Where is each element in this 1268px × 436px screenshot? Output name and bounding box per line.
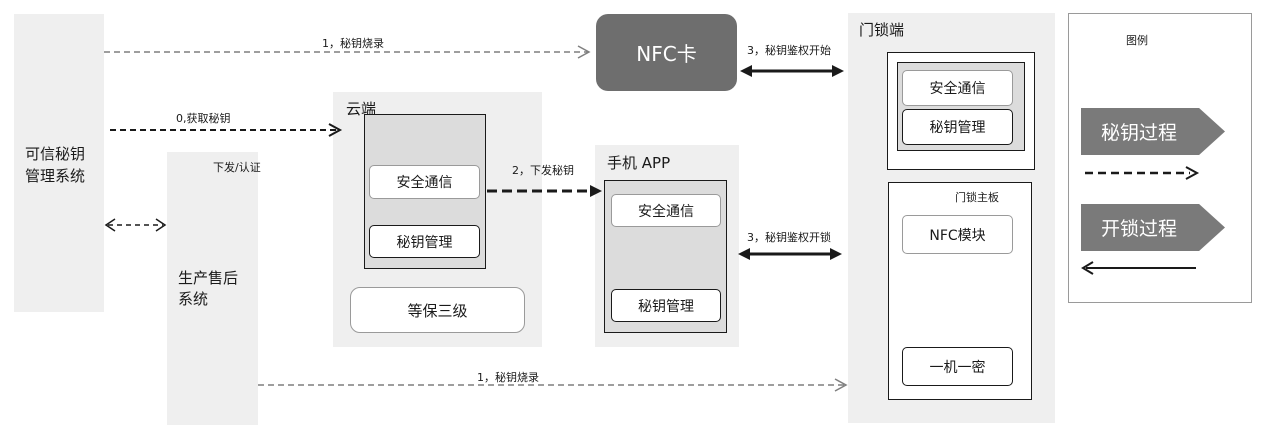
arrow-auth-unlock bbox=[738, 248, 842, 260]
legend-box bbox=[1068, 13, 1252, 303]
trusted-key-system-panel bbox=[14, 14, 104, 312]
factory-system-panel bbox=[167, 152, 258, 425]
legend-title: 图例 bbox=[1126, 34, 1148, 47]
legend-solid-arrow bbox=[1081, 261, 1196, 275]
phone-app-secure-comm: 安全通信 bbox=[611, 194, 721, 227]
factory-system-top-label: 下发/认证 bbox=[213, 161, 261, 174]
phone-app-key-management: 秘钥管理 bbox=[611, 289, 721, 322]
door-lock-key-management: 秘钥管理 bbox=[902, 109, 1013, 145]
arrow-auth-start-nfc bbox=[740, 65, 844, 77]
cloud-secure-comm: 安全通信 bbox=[369, 165, 480, 199]
arrow-issue-key bbox=[487, 185, 602, 197]
arrow-trusted-factory-bidirectional bbox=[104, 218, 167, 232]
door-lock-mainboard-title: 门锁主板 bbox=[955, 191, 999, 204]
label-issue-key: 2，下发秘钥 bbox=[512, 164, 574, 177]
label-burn-key-top: 1，秘钥烧录 bbox=[322, 37, 384, 50]
cloud-title: 云端 bbox=[346, 100, 377, 118]
label-get-key: 0,获取秘钥 bbox=[176, 112, 231, 125]
legend-unlock-process: 开锁过程 bbox=[1081, 204, 1225, 251]
phone-app-title: 手机 APP bbox=[607, 154, 671, 172]
cloud-security-level-badge: 等保三级 bbox=[350, 287, 525, 333]
door-lock-nfc-module: NFC模块 bbox=[902, 215, 1013, 254]
arrow-burn-key-bottom bbox=[258, 378, 848, 392]
door-lock-secure-comm: 安全通信 bbox=[902, 70, 1013, 106]
factory-system-label: 生产售后 系统 bbox=[178, 269, 239, 308]
legend-key-process: 秘钥过程 bbox=[1081, 108, 1225, 155]
door-lock-one-device-one-key: 一机一密 bbox=[902, 347, 1013, 386]
cloud-key-management: 秘钥管理 bbox=[369, 225, 480, 258]
legend-dashed-arrow bbox=[1085, 166, 1200, 180]
door-lock-title: 门锁端 bbox=[859, 21, 905, 39]
label-burn-key-bottom: 1，秘钥烧录 bbox=[477, 371, 539, 384]
trusted-key-system-label: 可信秘钥 管理系统 bbox=[25, 145, 86, 185]
arrow-burn-key-top bbox=[104, 45, 591, 59]
label-auth-unlock: 3，秘钥鉴权开锁 bbox=[747, 231, 831, 244]
nfc-card: NFC卡 bbox=[596, 14, 737, 91]
arrow-get-key bbox=[110, 123, 343, 137]
label-auth-start-nfc: 3，秘钥鉴权开始 bbox=[747, 44, 831, 57]
